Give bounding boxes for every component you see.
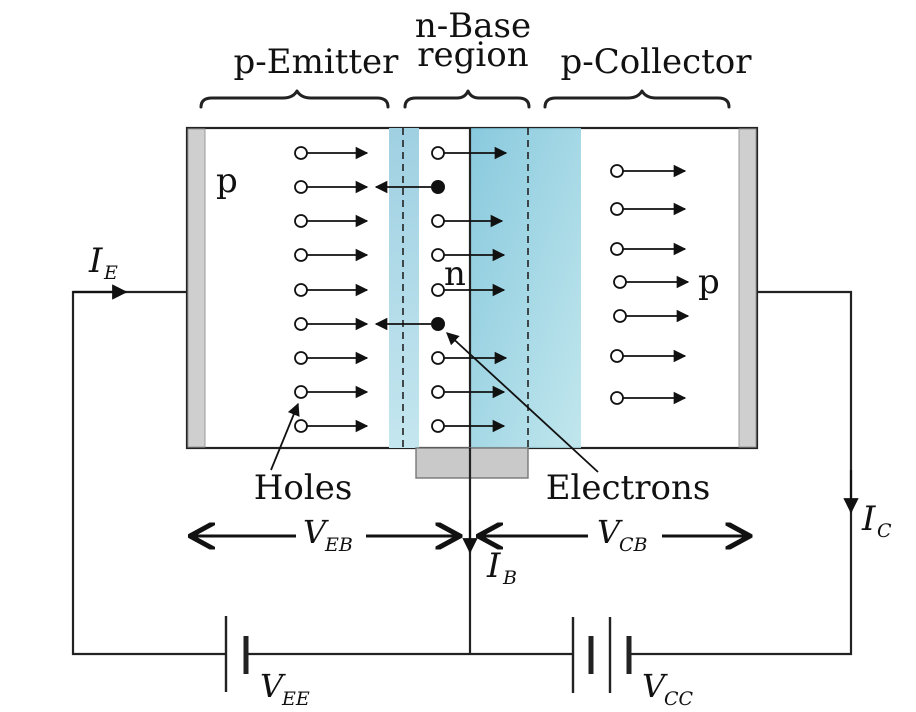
collector-depletion-region	[470, 128, 581, 448]
emitter-type-letter: p	[216, 161, 238, 201]
collector-hole	[610, 349, 687, 363]
base-brace	[403, 89, 531, 109]
collector-brace	[543, 89, 731, 109]
collector-type-letter: p	[698, 262, 720, 302]
electrons-pointer	[446, 332, 599, 473]
emitter-circuit-wire	[71, 290, 226, 656]
svg-text:EE: EE	[281, 688, 310, 710]
svg-text:CC: CC	[664, 688, 694, 710]
emitter-label: p-Emitter	[234, 42, 400, 82]
collector-hole	[610, 391, 687, 405]
charge-carriers	[294, 146, 690, 433]
collector-hole	[613, 309, 690, 323]
vcc-symbol: V CC	[642, 667, 694, 710]
collector-hole	[610, 202, 687, 216]
collector-contact	[738, 128, 757, 448]
collector-hole	[613, 275, 690, 289]
svg-text:B: B	[502, 567, 517, 589]
ib-symbol: I B	[486, 546, 517, 589]
base-hole	[431, 283, 506, 297]
emitter-brace	[199, 89, 390, 109]
base-label-line1: n-Base	[415, 6, 531, 46]
emitter-contact	[187, 128, 206, 448]
collector-label: p-Collector	[560, 42, 752, 82]
svg-text:I: I	[486, 546, 501, 586]
emitter-hole	[294, 385, 369, 399]
collector-hole	[610, 242, 687, 256]
emitter-hole	[294, 419, 369, 433]
base-electron	[374, 180, 445, 194]
svg-text:I: I	[861, 499, 876, 539]
collector-hole	[610, 164, 687, 178]
base-type-letter: n	[444, 254, 466, 294]
ic-symbol: I C	[861, 499, 892, 542]
svg-text:C: C	[877, 520, 892, 542]
svg-text:E: E	[103, 262, 118, 284]
ie-symbol: I E	[88, 241, 118, 284]
base-hole	[431, 385, 506, 399]
base-hole	[431, 146, 508, 160]
emitter-hole	[294, 317, 369, 331]
base-electron	[374, 317, 445, 331]
emitter-hole	[294, 214, 369, 228]
svg-text:V: V	[597, 513, 623, 551]
svg-text:I: I	[88, 241, 103, 281]
base-hole	[431, 419, 506, 433]
holes-label: Holes	[254, 468, 353, 508]
emitter-hole	[294, 248, 369, 262]
emitter-depletion-region	[389, 128, 419, 448]
veb-symbol: V EB	[303, 513, 353, 556]
emitter-hole	[294, 351, 369, 365]
svg-text:EB: EB	[324, 534, 353, 556]
emitter-hole	[294, 180, 369, 194]
base-hole	[431, 214, 504, 228]
emitter-hole	[294, 146, 369, 160]
emitter-hole	[294, 283, 369, 297]
vcb-symbol: V CB	[597, 513, 648, 556]
base-hole	[431, 351, 508, 365]
svg-text:V: V	[642, 667, 668, 705]
svg-text:V: V	[303, 513, 329, 551]
svg-text:CB: CB	[619, 534, 648, 556]
base-label-line2: region	[417, 35, 528, 75]
base-contact	[415, 447, 529, 479]
electrons-label: Electrons	[546, 468, 711, 508]
base-hole	[431, 248, 506, 262]
vee-symbol: V EE	[260, 667, 310, 710]
svg-text:V: V	[260, 667, 286, 705]
holes-pointer	[270, 402, 300, 471]
